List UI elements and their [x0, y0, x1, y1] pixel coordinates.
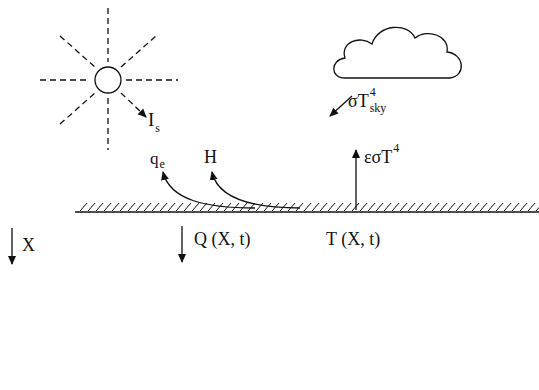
hatch-line: [288, 203, 295, 211]
hatch-line: [440, 203, 447, 211]
hatch-line: [320, 203, 327, 211]
sun: [40, 8, 178, 150]
hatch-line: [448, 203, 455, 211]
hatch-line: [456, 203, 463, 211]
ground-surface: [75, 203, 539, 212]
hatch-line: [128, 203, 135, 211]
subscript: s: [155, 122, 160, 134]
variable-label: Q (X, t): [194, 230, 251, 248]
hatch-line: [416, 203, 423, 211]
hatch-line: [192, 203, 199, 211]
symbol: H: [204, 148, 217, 166]
hatch-line: [240, 203, 247, 211]
hatch-line: [480, 203, 487, 211]
hatch-line: [160, 203, 167, 211]
subscript: sky: [370, 102, 387, 114]
hatch-line: [400, 203, 407, 211]
hatch-line: [472, 203, 479, 211]
variable-label: T (X, t): [326, 230, 380, 248]
symbol: I: [148, 110, 154, 129]
hatch-line: [504, 203, 511, 211]
hatch-line: [488, 203, 495, 211]
hatch-line: [304, 203, 311, 211]
hatch-line: [512, 203, 519, 211]
symbol: εσT: [364, 148, 392, 166]
hatch-line: [96, 203, 103, 211]
hatch-line: [184, 203, 191, 211]
hatch-line: [528, 203, 535, 211]
hatch-line: [384, 203, 391, 211]
hatch-line: [104, 203, 111, 211]
hatch-line: [520, 203, 527, 211]
hatch-line: [144, 203, 151, 211]
hatch-line: [112, 203, 119, 211]
hatch-line: [360, 203, 367, 211]
hatch-line: [152, 203, 159, 211]
hatch-line: [336, 203, 343, 211]
symbol: σT: [348, 92, 369, 110]
hatch-line: [536, 203, 539, 211]
hatch-line: [432, 203, 439, 211]
hatch-line: [176, 203, 183, 211]
hatch-line: [328, 203, 335, 211]
hatch-line: [168, 203, 175, 211]
hatch-line: [80, 203, 87, 211]
hatch-line: [136, 203, 143, 211]
cloud: [330, 27, 461, 116]
hatch-line: [368, 203, 375, 211]
superscript: 4: [370, 86, 376, 98]
symbol: q: [150, 150, 159, 167]
hatch-line: [464, 203, 471, 211]
hatch-line: [296, 203, 303, 211]
hatch-line: [496, 203, 503, 211]
hatch-line: [392, 203, 399, 211]
hatch-line: [312, 203, 319, 211]
hatch-line: [376, 203, 383, 211]
axis-label: X: [22, 236, 35, 254]
hatch-line: [88, 203, 95, 211]
subscript: e: [160, 158, 165, 170]
hatch-line: [408, 203, 415, 211]
hatch-line: [120, 203, 127, 211]
hatch-line: [344, 203, 351, 211]
superscript: 4: [393, 142, 399, 154]
flux-arrows: [12, 150, 356, 264]
hatch-line: [424, 203, 431, 211]
